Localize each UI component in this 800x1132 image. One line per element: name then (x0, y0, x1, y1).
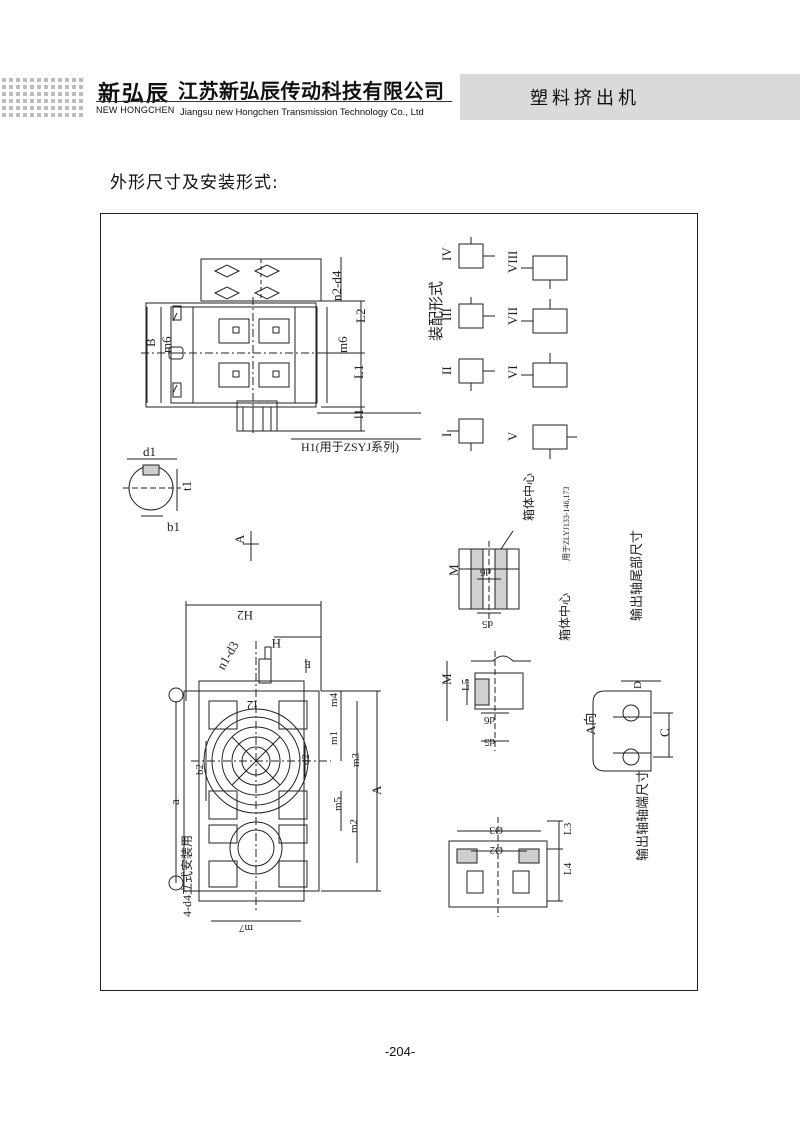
hollow-label-d6: d6 (480, 566, 492, 578)
decorative-dot-pattern (2, 78, 83, 117)
hollow-label-M: M (446, 564, 461, 576)
front-view (168, 601, 381, 922)
assembly-form-v: V (505, 431, 520, 441)
tail-label-d6: d6 (484, 714, 496, 726)
header-rule (96, 101, 452, 102)
a-view-D: D (632, 681, 644, 689)
category-banner: 塑料挤出机 (460, 74, 800, 120)
label-m7: m7 (238, 922, 253, 934)
mount-note: 4-d4立式安装用 (179, 835, 194, 917)
drawing-frame: B m6 m6 n2-d4 L2 L1 l1 H1(用于ZSYJ系列) 装配形式… (100, 213, 698, 991)
label-m6-right: m6 (335, 336, 350, 353)
section-title: 外形尺寸及安装形式: (110, 173, 279, 193)
assembly-form-vii: VII (505, 307, 520, 325)
label-d2: d2 (300, 754, 312, 765)
hollow-note: 用于ZLYJ133-146,173 (562, 486, 571, 561)
label-t1: t1 (179, 481, 194, 491)
company-name-cn: 江苏新弘辰传动科技有限公司 (178, 79, 445, 103)
top-view (141, 257, 421, 440)
label-E: E (304, 658, 311, 670)
label-m4: m4 (328, 692, 340, 707)
assembly-form-vi: VI (505, 365, 520, 379)
end-label-d2: Ø2 (490, 844, 503, 856)
hollow-box-center: 箱体中心 (521, 473, 536, 521)
label-n1-d3: n1-d3 (213, 638, 241, 672)
shaft-key-section (123, 458, 181, 517)
tail-caption: 输出轴尾部尺寸 (629, 530, 644, 621)
end-label-d3: Ø3 (489, 824, 503, 836)
tail-label-M: M (439, 673, 454, 685)
hollow-label-d5: d5 (482, 618, 494, 630)
label-L2: L2 (353, 309, 368, 323)
label-m5: m5 (332, 796, 344, 811)
assembly-forms (447, 237, 577, 459)
label-m3: m3 (350, 752, 362, 767)
hollow-shaft-section (458, 530, 520, 631)
a-view-C: C (657, 728, 672, 737)
label-m2: m2 (348, 819, 360, 833)
label-B: B (143, 338, 158, 347)
label-m6-left: m6 (159, 336, 174, 353)
output-end-section (448, 817, 563, 917)
assembly-form-ii: II (439, 366, 454, 375)
label-l1: l1 (351, 409, 366, 419)
output-tail-section (446, 651, 531, 751)
assembly-title: 装配形式 (428, 281, 445, 341)
a-view-title: A向 (583, 713, 598, 735)
label-b2: b2 (194, 764, 206, 775)
label-d1: d1 (143, 444, 156, 459)
end-label-L3: L3 (562, 822, 574, 835)
brand-logo-cn: 新弘辰 (98, 81, 171, 107)
technical-drawing: B m6 m6 n2-d4 L2 L1 l1 H1(用于ZSYJ系列) 装配形式… (123, 237, 673, 934)
label-H2: H2 (237, 608, 253, 623)
label-b1: b1 (167, 519, 180, 534)
label-A: A (369, 785, 384, 795)
end-label-L4: L4 (562, 862, 574, 875)
label-a: a (167, 799, 182, 805)
category-title: 塑料挤出机 (530, 88, 640, 109)
label-L1: L1 (351, 365, 366, 379)
a-view-section (592, 680, 673, 772)
tail-label-L5: L5 (460, 678, 472, 691)
assembly-form-iv: IV (439, 247, 454, 261)
arrow-A-label: A (232, 534, 247, 544)
assembly-form-viii: VIII (505, 251, 520, 273)
tail-label-d5: d5 (484, 736, 496, 748)
label-t2: t2 (247, 698, 257, 713)
label-m1: m1 (328, 731, 340, 745)
assembly-form-iii: III (439, 308, 454, 321)
label-n2-d4: n2-d4 (329, 270, 344, 301)
label-H: H (272, 636, 281, 651)
label-H1-note: H1(用于ZSYJ系列) (301, 440, 399, 454)
assembly-form-i: I (439, 433, 454, 437)
page-number: -204- (384, 1044, 416, 1059)
tail-box-center: 箱体中心 (557, 593, 572, 641)
brand-logo-en: NEW HONGCHEN (96, 105, 175, 115)
company-name-en: Jiangsu new Hongchen Transmission Techno… (180, 107, 424, 118)
end-caption: 输出轴轴端尺寸 (635, 770, 650, 861)
page-header: 新弘辰 NEW HONGCHEN 江苏新弘辰传动科技有限公司 Jiangsu n… (0, 70, 800, 122)
